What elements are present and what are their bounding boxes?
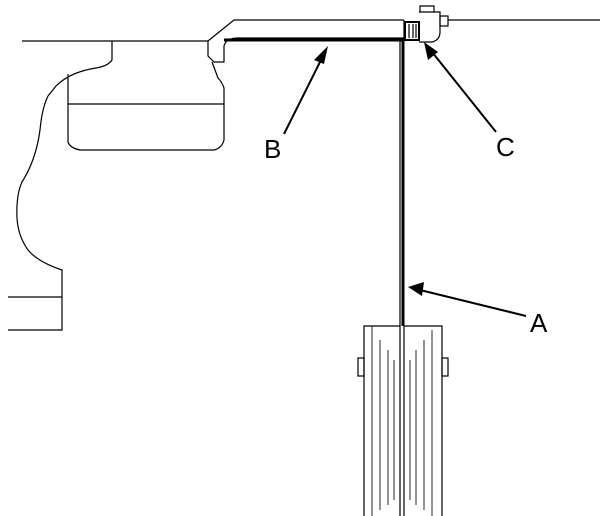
callout-arrow-b (283, 46, 328, 135)
callout-label-b: B (264, 134, 281, 164)
callout-arrow-a (408, 282, 527, 317)
rod (399, 40, 405, 326)
clip (404, 5, 600, 43)
bottom-block (357, 325, 449, 516)
callout-label-a: A (530, 308, 548, 338)
callout-arrow-c (424, 42, 497, 133)
callout-label-c: C (496, 132, 515, 162)
left-housing (8, 40, 225, 331)
bracket (207, 19, 405, 63)
